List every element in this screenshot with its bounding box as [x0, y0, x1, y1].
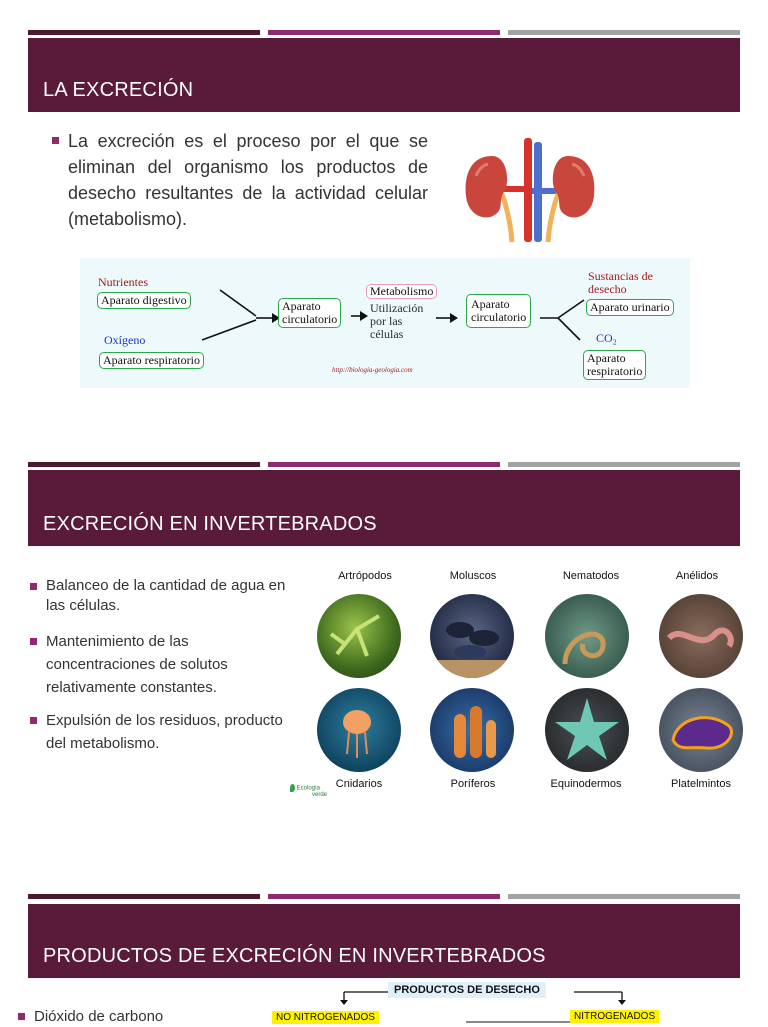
slide-productos-excrecion: PRODUCTOS DE EXCRECIÓN EN INVERTEBRADOS …	[0, 860, 768, 1027]
slide-title: PRODUCTOS DE EXCRECIÓN EN INVERTEBRADOS	[43, 945, 546, 967]
source-url: http://biologia-geologia.com	[332, 366, 413, 374]
image-equinodermos	[545, 688, 629, 772]
box-aparato-respiratorio-2: Aparato respiratorio	[583, 350, 647, 380]
label-cnidarios: Cnidarios	[335, 778, 383, 790]
flow-no-nitrogenados-box: NO NITROGENADOS	[272, 1011, 379, 1024]
bullet-3: Expulsión de los residuos, producto del …	[30, 709, 300, 755]
label-platelmintos: Platelmintos	[671, 778, 731, 790]
definition-bullet: La excreción es el proceso por el que se…	[52, 128, 428, 232]
flow-root-box: PRODUCTOS DE DESECHO	[388, 982, 546, 998]
image-cnidarios	[317, 688, 401, 772]
slide-la-excrecion: LA EXCRECIÓN La excreción es el proceso …	[0, 0, 768, 420]
label-nutrientes: Nutrientes	[98, 275, 148, 289]
box-aparato-digestivo: Aparato digestivo	[97, 292, 191, 309]
label-nematodos: Nematodos	[562, 570, 620, 582]
label-anelidos: Anélidos	[675, 570, 719, 582]
diagram-arrows	[201, 289, 585, 341]
title-banner: PRODUCTOS DE EXCRECIÓN EN INVERTEBRADOS	[28, 904, 740, 978]
image-moluscos	[430, 594, 514, 678]
bullet-dioxido: Dióxido de carbono	[18, 1007, 218, 1027]
box-aparato-urinario: Aparato urinario	[586, 299, 674, 316]
slide-title: EXCRECIÓN EN INVERTEBRADOS	[43, 513, 377, 535]
box-aparato-circulatorio-1: Aparato circulatorio	[278, 298, 342, 328]
label-co2: CO₂	[596, 331, 617, 345]
decorative-stripes	[28, 30, 740, 35]
label-moluscos: Moluscos	[449, 570, 497, 582]
image-nematodos	[545, 594, 629, 678]
slide-excrecion-invertebrados: EXCRECIÓN EN INVERTEBRADOS Balanceo de l…	[0, 420, 768, 860]
bullet-2: Mantenimiento de las concentraciones de …	[30, 630, 300, 699]
definition-text: La excreción es el proceso por el que se…	[68, 131, 428, 229]
title-banner: EXCRECIÓN EN INVERTEBRADOS	[28, 470, 740, 546]
flow-nitrogenados-box: NITROGENADOS	[570, 1010, 660, 1023]
box-aparato-circulatorio-2: Aparato circulatorio	[466, 294, 532, 328]
image-platelmintos	[659, 688, 743, 772]
box-aparato-respiratorio: Aparato respiratorio	[99, 352, 204, 369]
excretion-diagram: Nutrientes Aparato digestivo Oxígeno Apa…	[80, 258, 690, 388]
label-utilizacion: Utilización por las células	[370, 301, 424, 341]
title-banner: LA EXCRECIÓN	[28, 38, 740, 112]
leaf-icon	[290, 784, 295, 792]
ecologia-verde-logo: Ecología verde	[290, 784, 327, 798]
decorative-stripes	[28, 894, 740, 899]
box-metabolismo: Metabolismo	[366, 284, 438, 299]
image-anelidos	[659, 594, 743, 678]
label-poriferos: Poríferos	[450, 778, 496, 790]
bullet-1: Balanceo de la cantidad de agua en las c…	[30, 576, 300, 616]
image-artropodos	[317, 594, 401, 678]
label-oxigeno: Oxígeno	[104, 333, 146, 347]
label-artropodos: Artrópodos	[338, 570, 392, 582]
kidney-illustration	[465, 138, 595, 243]
flow-arrows	[340, 991, 626, 1023]
label-equinodermos: Equinodermos	[550, 778, 622, 790]
label-sustancias-desecho: Sustancias de desecho	[588, 269, 653, 296]
decorative-stripes	[28, 462, 740, 467]
image-poriferos	[430, 688, 514, 772]
slide-title: LA EXCRECIÓN	[43, 79, 194, 101]
